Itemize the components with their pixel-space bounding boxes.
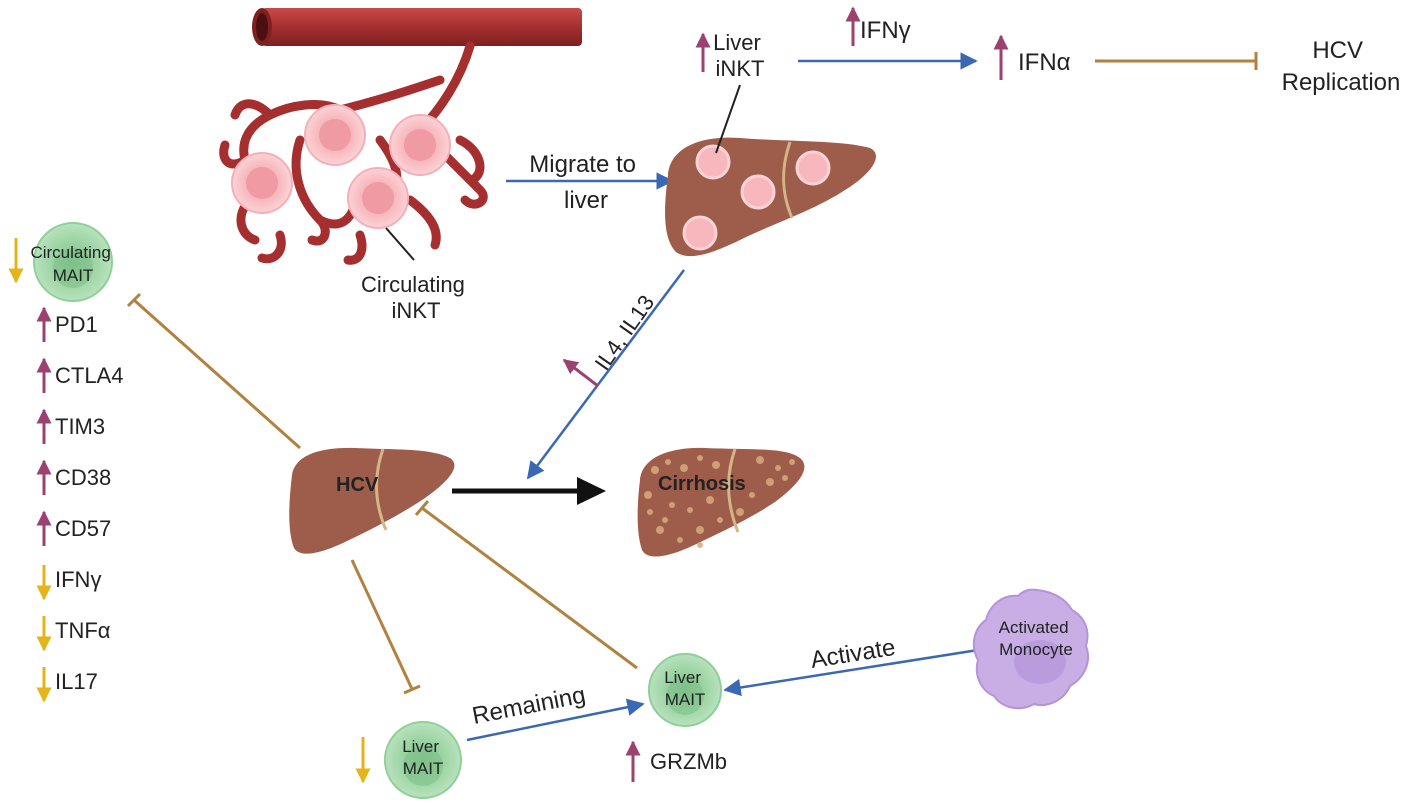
activate-arrow: [723, 648, 979, 697]
inhibit-hcv-line: [421, 506, 638, 670]
inhibit-bar: [403, 684, 421, 695]
hcv-replication-label: HCV Replication: [1282, 37, 1401, 96]
migrate-label: Migrate to liver: [529, 151, 642, 214]
il4-il13-arrow: [526, 269, 685, 480]
marker-label: PD1: [55, 312, 98, 337]
liver-mait-remaining-icon: [648, 653, 722, 727]
marker-label: CTLA4: [55, 363, 123, 388]
up-arrow-icon: [562, 358, 599, 388]
ifn-gamma-top-label: IFNγ: [860, 17, 911, 44]
cirrhosis-label: Cirrhosis: [658, 473, 746, 495]
grzmb-label: GRZMb: [650, 749, 727, 774]
liver-inkt-label: Liver iNKT: [713, 30, 767, 81]
hcv-liver-icon: [289, 447, 455, 554]
il4-il13-label: IL4, IL13: [590, 290, 660, 374]
marker-label: IFNγ: [55, 567, 101, 592]
activated-monocyte-label: Activated Monocyte: [999, 618, 1074, 659]
activated-monocyte-icon: [972, 588, 1089, 710]
circulating-inkt-label: Circulating iNKT: [361, 272, 471, 323]
remaining-label: Remaining: [470, 681, 588, 729]
inhibit-bar: [126, 292, 142, 308]
cirrhosis-liver-icon: [637, 447, 805, 557]
liver-mait-low-label: Liver MAIT: [402, 737, 444, 778]
progression-arrowhead: [577, 477, 606, 505]
marker-label: CD38: [55, 465, 111, 490]
hcv-label: HCV: [336, 474, 379, 496]
liver-mait-low-icon: [384, 721, 462, 799]
inhibit-circulating-mait-line: [133, 298, 301, 450]
ifn-alpha-label: IFNα: [1018, 49, 1071, 76]
inhibit-bar: [414, 500, 430, 516]
marker-label: TIM3: [55, 414, 105, 439]
marker-label: CD57: [55, 516, 111, 541]
circulating-mait-icon: [33, 222, 113, 302]
circulating-inkt-pointer: [385, 227, 415, 261]
remaining-arrow: [466, 698, 645, 742]
marker-label: IL17: [55, 669, 98, 694]
activate-label: Activate: [809, 634, 898, 674]
liver-inkt-icon: [665, 137, 876, 257]
liver-inkt-pointer: [715, 84, 741, 154]
blood-vessel-network-icon: [219, 8, 582, 265]
marker-label: TNFα: [55, 618, 111, 643]
inhibit-liver-mait-line: [350, 559, 414, 690]
circulating-mait-label: Circulating MAIT: [30, 243, 115, 285]
liver-mait-remaining-label: Liver MAIT: [664, 668, 706, 709]
